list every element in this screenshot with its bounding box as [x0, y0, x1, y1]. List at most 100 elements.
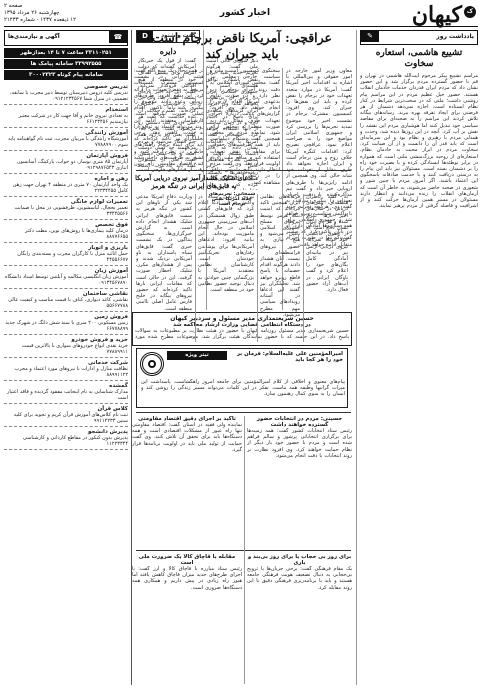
classified-ad-title: آموزش رانندگی	[85, 130, 128, 136]
spot-label: تیتر ویژه	[167, 351, 227, 360]
classified-ad-body: زمین مسکونی ۲۰۰ متری با سند شش دانگ در ش…	[5, 320, 128, 332]
classified-ad-title: نقاشی ساختمان	[82, 291, 128, 297]
classified-ad-body: آموزش زبان انگلیسی مکالمه و آیلتس توسط ا…	[4, 274, 128, 286]
lead-col-1: معاون وزیر امور خارجه در امور حقوقی و بی…	[286, 68, 352, 248]
divider-hormuz-1	[195, 194, 196, 342]
page-meta: صفحه ۲ چهارشنبه ۲۶ مرداد ۱۳۹۵ ۱۲ ذیقعده …	[4, 3, 134, 24]
side-story-body-1: دبیر شورای عالی امنیت ملی گفت: هرگونه تح…	[206, 58, 258, 190]
editorial-column-label: یادداشت روز	[436, 33, 474, 40]
classifieds-label: آگهی و نیازمندی‌ها	[8, 34, 60, 40]
minor-item-headline: برای روز بی حجاب یا برای روز بی‌بند و با…	[247, 554, 352, 566]
classified-ad-body: آپارتمان ۸۵ متری نوساز، دو خواب، پارکینگ…	[16, 159, 128, 171]
hormuz-col-1: وزارت دفاع آمریکا مدعی شد یکی از ناوهای …	[136, 194, 192, 312]
hormuz-headline-2: به قایق‌های ایرانی در تنگه هرمز	[151, 182, 237, 190]
date-line-1: چهارشنبه ۲۶ مرداد ۱۳۹۵	[4, 10, 60, 16]
classified-ad-body: خرید نقدی انواع خودروهای سواری با بالاتر…	[21, 343, 128, 355]
hormuz-col-4: به گفته ناظران منطقه‌ای، تنش‌های دریایی …	[306, 194, 348, 294]
classified-ad-body: پذیرش بدون کنکور در مقاطع کاردانی و کارش…	[23, 435, 128, 447]
minor-item-body: یک مقام فرهنگی گفت: برخی جریان‌ها با ترو…	[247, 566, 352, 591]
hormuz-headline-1: ادعای شلیک هشدارآمیز نیروی دریایی آمریکا	[135, 174, 253, 182]
minor-item: حسینی: مردم در انتخابات حضور گسترده خواه…	[247, 416, 352, 546]
classified-ad-title: آموزش زبان	[94, 268, 128, 274]
classified-ad-title: تدریس خصوصی	[84, 84, 128, 90]
hormuz-headline: ادعای شلیک هشدارآمیز نیروی دریایی آمریکا…	[134, 174, 254, 190]
lead-headline-2: باید جبران کند	[205, 46, 279, 61]
minor-top-rule	[136, 412, 351, 413]
divider-lead-1	[282, 68, 283, 310]
daereh-header: گفت و شنود D	[136, 30, 200, 43]
classified-ad-title: خرید و فروش خودرو	[71, 337, 128, 343]
divider-minor	[244, 416, 245, 684]
divider-hormuz-2	[257, 194, 258, 342]
daereh-title: دایره	[159, 46, 177, 56]
lead-headline-1: عراقچی: آمریکا ناقض برجام است	[151, 30, 333, 45]
classified-ad-title: باربری و اتوبار	[88, 245, 128, 251]
classified-ad-title: گمشده	[109, 383, 128, 389]
divider-editorial	[356, 30, 357, 685]
divider-classifieds	[131, 30, 132, 685]
daereh-body: گفت: از قول یک خبرنگار آمریکایی گفته‌اند…	[138, 58, 196, 168]
minor-item: برای روز بی حجاب یا برای روز بی‌بند و با…	[247, 554, 352, 684]
daereh-logo-icon: D	[137, 31, 153, 42]
editorial-icon: ✎	[361, 31, 379, 42]
daereh-section-label: گفت و شنود	[161, 33, 196, 39]
divider-hormuz-3	[303, 194, 304, 342]
classifieds-icon: ☎	[109, 31, 127, 43]
classified-ad-title: فوق تخصص	[95, 222, 128, 228]
masthead-rule	[4, 26, 478, 27]
lead-col-3: در همین حال یک منبع آگاه گفت: هیئت ایران…	[134, 68, 204, 174]
spot-box: تیتر ویژه امیرالمؤمنین علی علیه‌السلام: …	[136, 348, 348, 408]
hormuz-top-rule	[136, 170, 351, 171]
classified-ad-body: به تعدادی نیروی خانم و آقا جهت کار در شر…	[18, 113, 128, 125]
minor-item-body: نماینده ولی فقیه در استان گفت: اقتصاد مق…	[132, 422, 242, 453]
logo-wordmark: کیهان	[411, 2, 462, 28]
minor-item-headline: تاکید بر اجرای دقیق اقتصاد مقاومتی	[138, 416, 236, 422]
date-line-2: ۱۲ ذیقعده ۱۴۳۷ - شماره ۲۱۴۳۳	[4, 17, 76, 23]
classified-ad-body: ثبت نام کلاس‌های آموزش قرآن کریم و تجوید…	[13, 412, 128, 424]
notice-subtitle: در دستگاه انتظامی قضایی وزارت ارشاد محاک…	[173, 322, 311, 328]
logo-emblem-icon: ک	[464, 6, 476, 18]
classified-ad-title: فروش آپارتمان	[86, 153, 128, 159]
classified-ad-body: درمان کلیه بیماری‌ها با روش‌های نوین، مط…	[25, 228, 128, 240]
classified-ad-title: فروش زمین	[94, 314, 128, 320]
classified-ad-title: پذیرش دانشجو	[87, 429, 128, 435]
classified-ad-body: نظافت منازل و ادارات با نیروهای مورد اعت…	[14, 366, 128, 378]
editorial-title: تشییع هاشمی، استعاره سخاوت	[375, 48, 463, 69]
classified-ad-title: کلاس قرآن	[97, 406, 128, 412]
section-title: اخبار کشور	[219, 8, 271, 18]
minor-item-headline: مقابله با قاچاق کالا یک ضرورت ملی است	[138, 554, 236, 566]
classified-ad-body: حمل اثاثیه منزل با کارگران مجرب و بسته‌ب…	[17, 251, 128, 263]
classifieds-phone-3: سامانه پیام کوتاه ۳۰۰۰۲۳۲۳	[4, 70, 128, 80]
side-story-headline: شمخانی: تحریم‌های جدید آمریکا نقض برجام …	[208, 192, 256, 207]
classified-ad-title: استخدام	[105, 107, 128, 113]
hormuz-col-2: نیروی دریایی سپاه در واکنش به این ادعا ا…	[198, 194, 254, 294]
classifieds-column: آگهی و نیازمندی‌ها ☎ ۳۳۱۱۰۲۵۱ ساعت ۷ تا …	[4, 30, 128, 685]
classified-ad-title: شرکت خدماتی	[87, 360, 128, 366]
classified-ad-body: تعمیر یخچال، لباسشویی، ظرفشویی در محل با…	[14, 205, 128, 217]
classified-ad-title: رهن و اجاره	[94, 176, 128, 182]
minor-item: تاکید بر اجرای دقیق اقتصاد مقاومتی نماین…	[132, 416, 242, 546]
notice-body: حسین شریعتمداری مدیر مسئول روزنامه کیهان…	[135, 328, 349, 340]
classified-ad-title: تعمیرات لوازم خانگی	[70, 199, 128, 205]
classified-ad-body: یک واحد آپارتمان ۷۰ متری در منطقه ۴ تهرا…	[12, 182, 128, 194]
hormuz-col-3: فرماندهان نظامی ایران همچنین تاکید کرده‌…	[260, 194, 300, 318]
logo: ک کیهان	[376, 2, 476, 32]
classified-ad-body: نقاشی، کاغذ دیواری، کناف با قیمت مناسب و…	[8, 297, 128, 309]
